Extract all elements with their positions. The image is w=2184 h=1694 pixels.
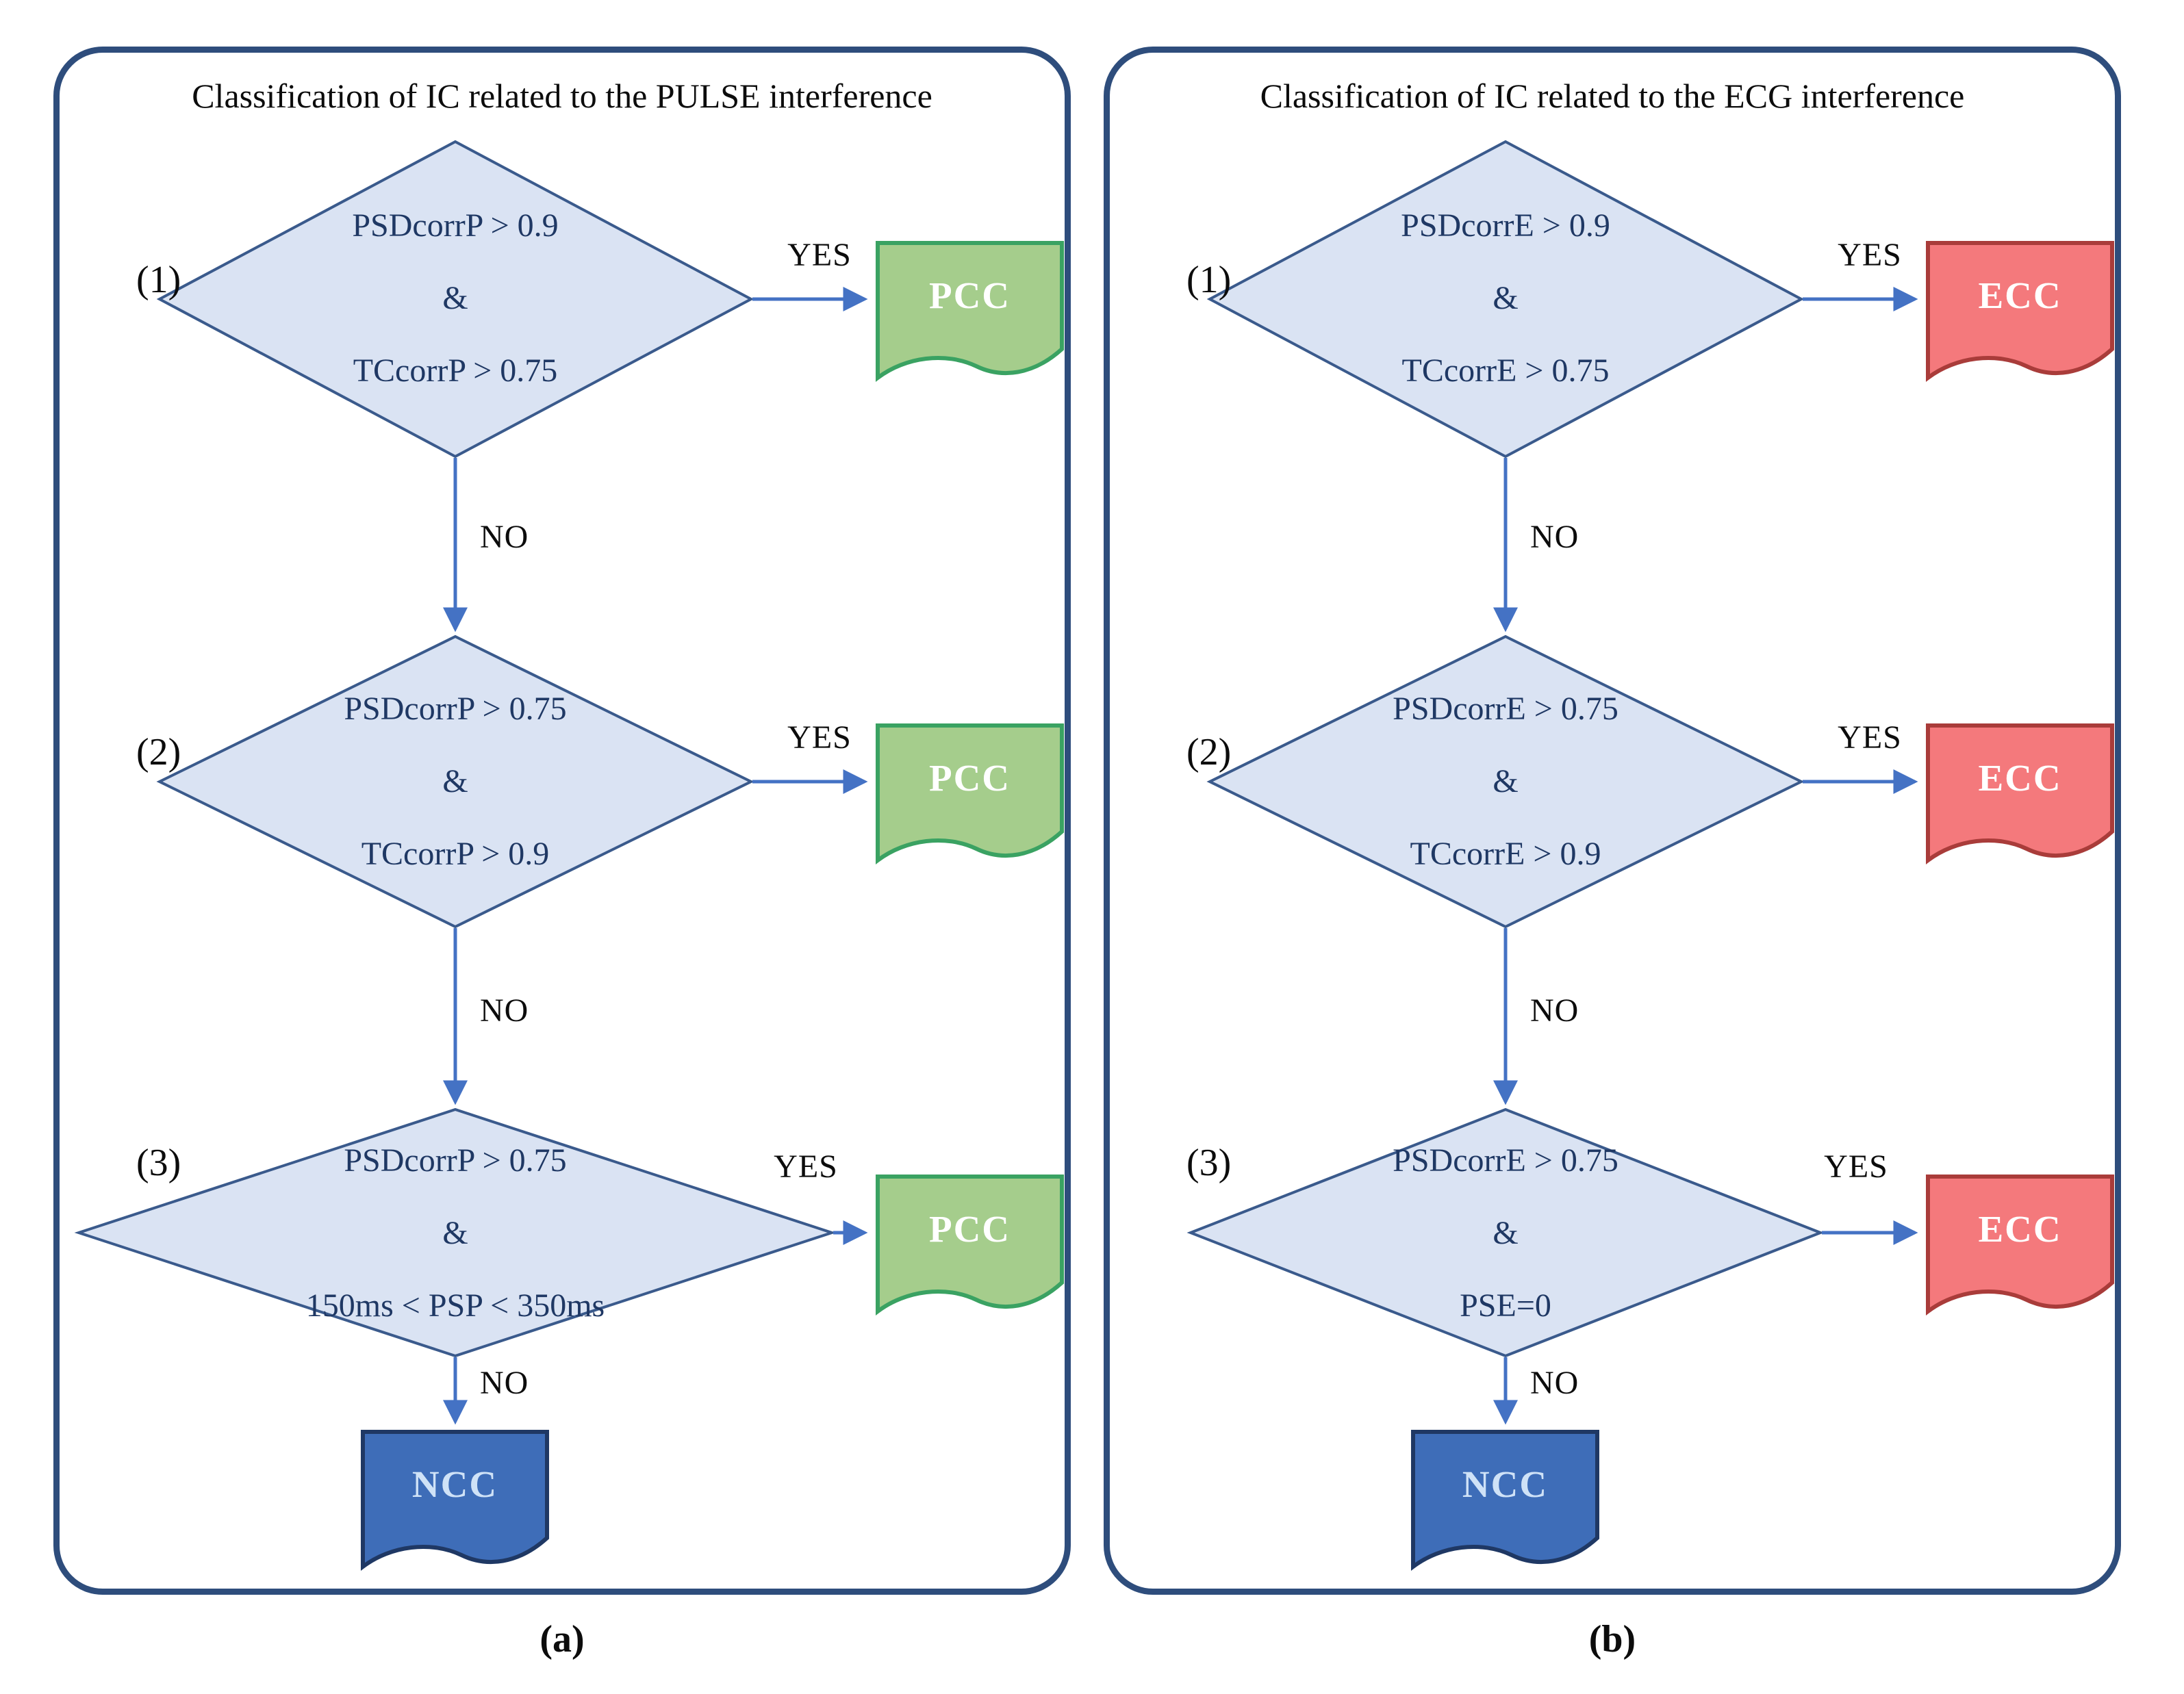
condition-top: PSDcorrE > 0.75 — [1393, 1142, 1618, 1179]
decision-3-text: PSDcorrP > 0.75 & 150ms < PSP < 350ms — [195, 1125, 715, 1342]
result-box-ncc: NCC — [361, 1430, 549, 1575]
condition-amp: & — [442, 280, 468, 316]
result-label: PCC — [928, 274, 1011, 316]
no-label-3: NO — [1530, 1365, 1579, 1401]
panel-ecg: Classification of IC related to the ECG … — [1104, 47, 2121, 1595]
panel-ecg-connectors — [1186, 140, 1918, 1425]
condition-bottom: TCcorrP > 0.75 — [353, 352, 558, 389]
condition-top: PSDcorrE > 0.75 — [1393, 691, 1618, 727]
result-box-ecc-3: ECC — [1926, 1175, 2114, 1320]
condition-top: PSDcorrP > 0.75 — [344, 691, 567, 727]
decision-diamond-1 — [1206, 140, 1805, 459]
result-label: PCC — [928, 756, 1011, 799]
caption-b: (b) — [1588, 1618, 1636, 1660]
condition-amp: & — [1493, 1215, 1519, 1251]
condition-top: PSDcorrP > 0.9 — [352, 207, 559, 244]
yes-label-3: YES — [1824, 1148, 1888, 1185]
result-label: ECC — [1978, 756, 2062, 799]
result-label: ECC — [1978, 274, 2062, 316]
document-shape — [1926, 241, 2114, 383]
condition-amp: & — [442, 763, 468, 799]
condition-bottom: TCcorrP > 0.9 — [361, 836, 550, 872]
decision-diamond-3 — [1186, 1107, 1825, 1358]
condition-amp: & — [442, 1215, 468, 1251]
condition-amp: & — [1493, 763, 1519, 799]
result-box-ncc: NCC — [1411, 1430, 1599, 1575]
condition-amp: & — [1493, 280, 1519, 316]
document-shape — [876, 723, 1064, 865]
no-label-2: NO — [480, 992, 529, 1029]
document-shape — [361, 1430, 549, 1571]
document-shape — [1411, 1430, 1599, 1571]
yes-label-2: YES — [787, 719, 852, 756]
document-shape — [876, 241, 1064, 383]
result-box-pcc-1: PCC — [876, 241, 1064, 386]
decision-diamond-2 — [156, 634, 754, 929]
result-box-ecc-2: ECC — [1926, 723, 2114, 869]
decision-3-text: PSDcorrE > 0.75 & PSE=0 — [1245, 1125, 1766, 1342]
step-1-number: (1) — [1186, 259, 1232, 301]
result-label: NCC — [411, 1463, 498, 1505]
condition-bottom: TCcorrE > 0.75 — [1401, 352, 1610, 389]
panel-ecg-title: Classification of IC related to the ECG … — [1260, 77, 1965, 115]
panel-pulse-connectors — [74, 140, 868, 1425]
caption-a: (a) — [539, 1618, 585, 1660]
no-label-2: NO — [1530, 992, 1579, 1029]
panel-pulse-title: Classification of IC related to the PULS… — [192, 77, 932, 115]
result-box-pcc-3: PCC — [876, 1175, 1064, 1320]
condition-top: PSDcorrP > 0.75 — [344, 1142, 567, 1179]
decision-1-text: PSDcorrP > 0.9 & TCcorrP > 0.75 — [195, 190, 715, 407]
result-box-pcc-2: PCC — [876, 723, 1064, 869]
result-label: NCC — [1462, 1463, 1549, 1505]
step-3-number: (3) — [1186, 1142, 1232, 1184]
no-label-1: NO — [480, 519, 529, 555]
yes-label-3: YES — [774, 1148, 838, 1185]
condition-bottom: TCcorrE > 0.9 — [1410, 836, 1601, 872]
yes-label-1: YES — [787, 237, 852, 273]
result-label: ECC — [1978, 1207, 2062, 1250]
decision-diamond-2 — [1206, 634, 1805, 929]
condition-top: PSDcorrE > 0.9 — [1401, 207, 1610, 244]
decision-2-text: PSDcorrE > 0.75 & TCcorrE > 0.9 — [1245, 673, 1766, 890]
document-shape — [1926, 1175, 2114, 1316]
step-2-number: (2) — [136, 731, 181, 773]
no-label-1: NO — [1530, 519, 1579, 555]
result-label: PCC — [928, 1207, 1011, 1250]
no-label-3: NO — [480, 1365, 529, 1401]
panel-ecg-wrap: Classification of IC related to the ECG … — [1104, 47, 2121, 1689]
document-shape — [1926, 723, 2114, 865]
step-2-number: (2) — [1186, 731, 1232, 773]
condition-bottom: 150ms < PSP < 350ms — [305, 1287, 605, 1324]
result-box-ecc-1: ECC — [1926, 241, 2114, 386]
condition-bottom: PSE=0 — [1460, 1287, 1551, 1324]
step-1-number: (1) — [136, 259, 181, 301]
decision-diamond-1 — [156, 140, 754, 459]
panel-pulse-wrap: Classification of IC related to the PULS… — [53, 47, 1071, 1689]
decision-2-text: PSDcorrP > 0.75 & TCcorrP > 0.9 — [195, 673, 715, 890]
decision-1-text: PSDcorrE > 0.9 & TCcorrE > 0.75 — [1245, 190, 1766, 407]
panel-pulse: Classification of IC related to the PULS… — [53, 47, 1071, 1595]
document-shape — [876, 1175, 1064, 1316]
step-3-number: (3) — [136, 1142, 181, 1184]
yes-label-2: YES — [1838, 719, 1902, 756]
decision-diamond-3 — [74, 1107, 837, 1358]
yes-label-1: YES — [1838, 237, 1902, 273]
